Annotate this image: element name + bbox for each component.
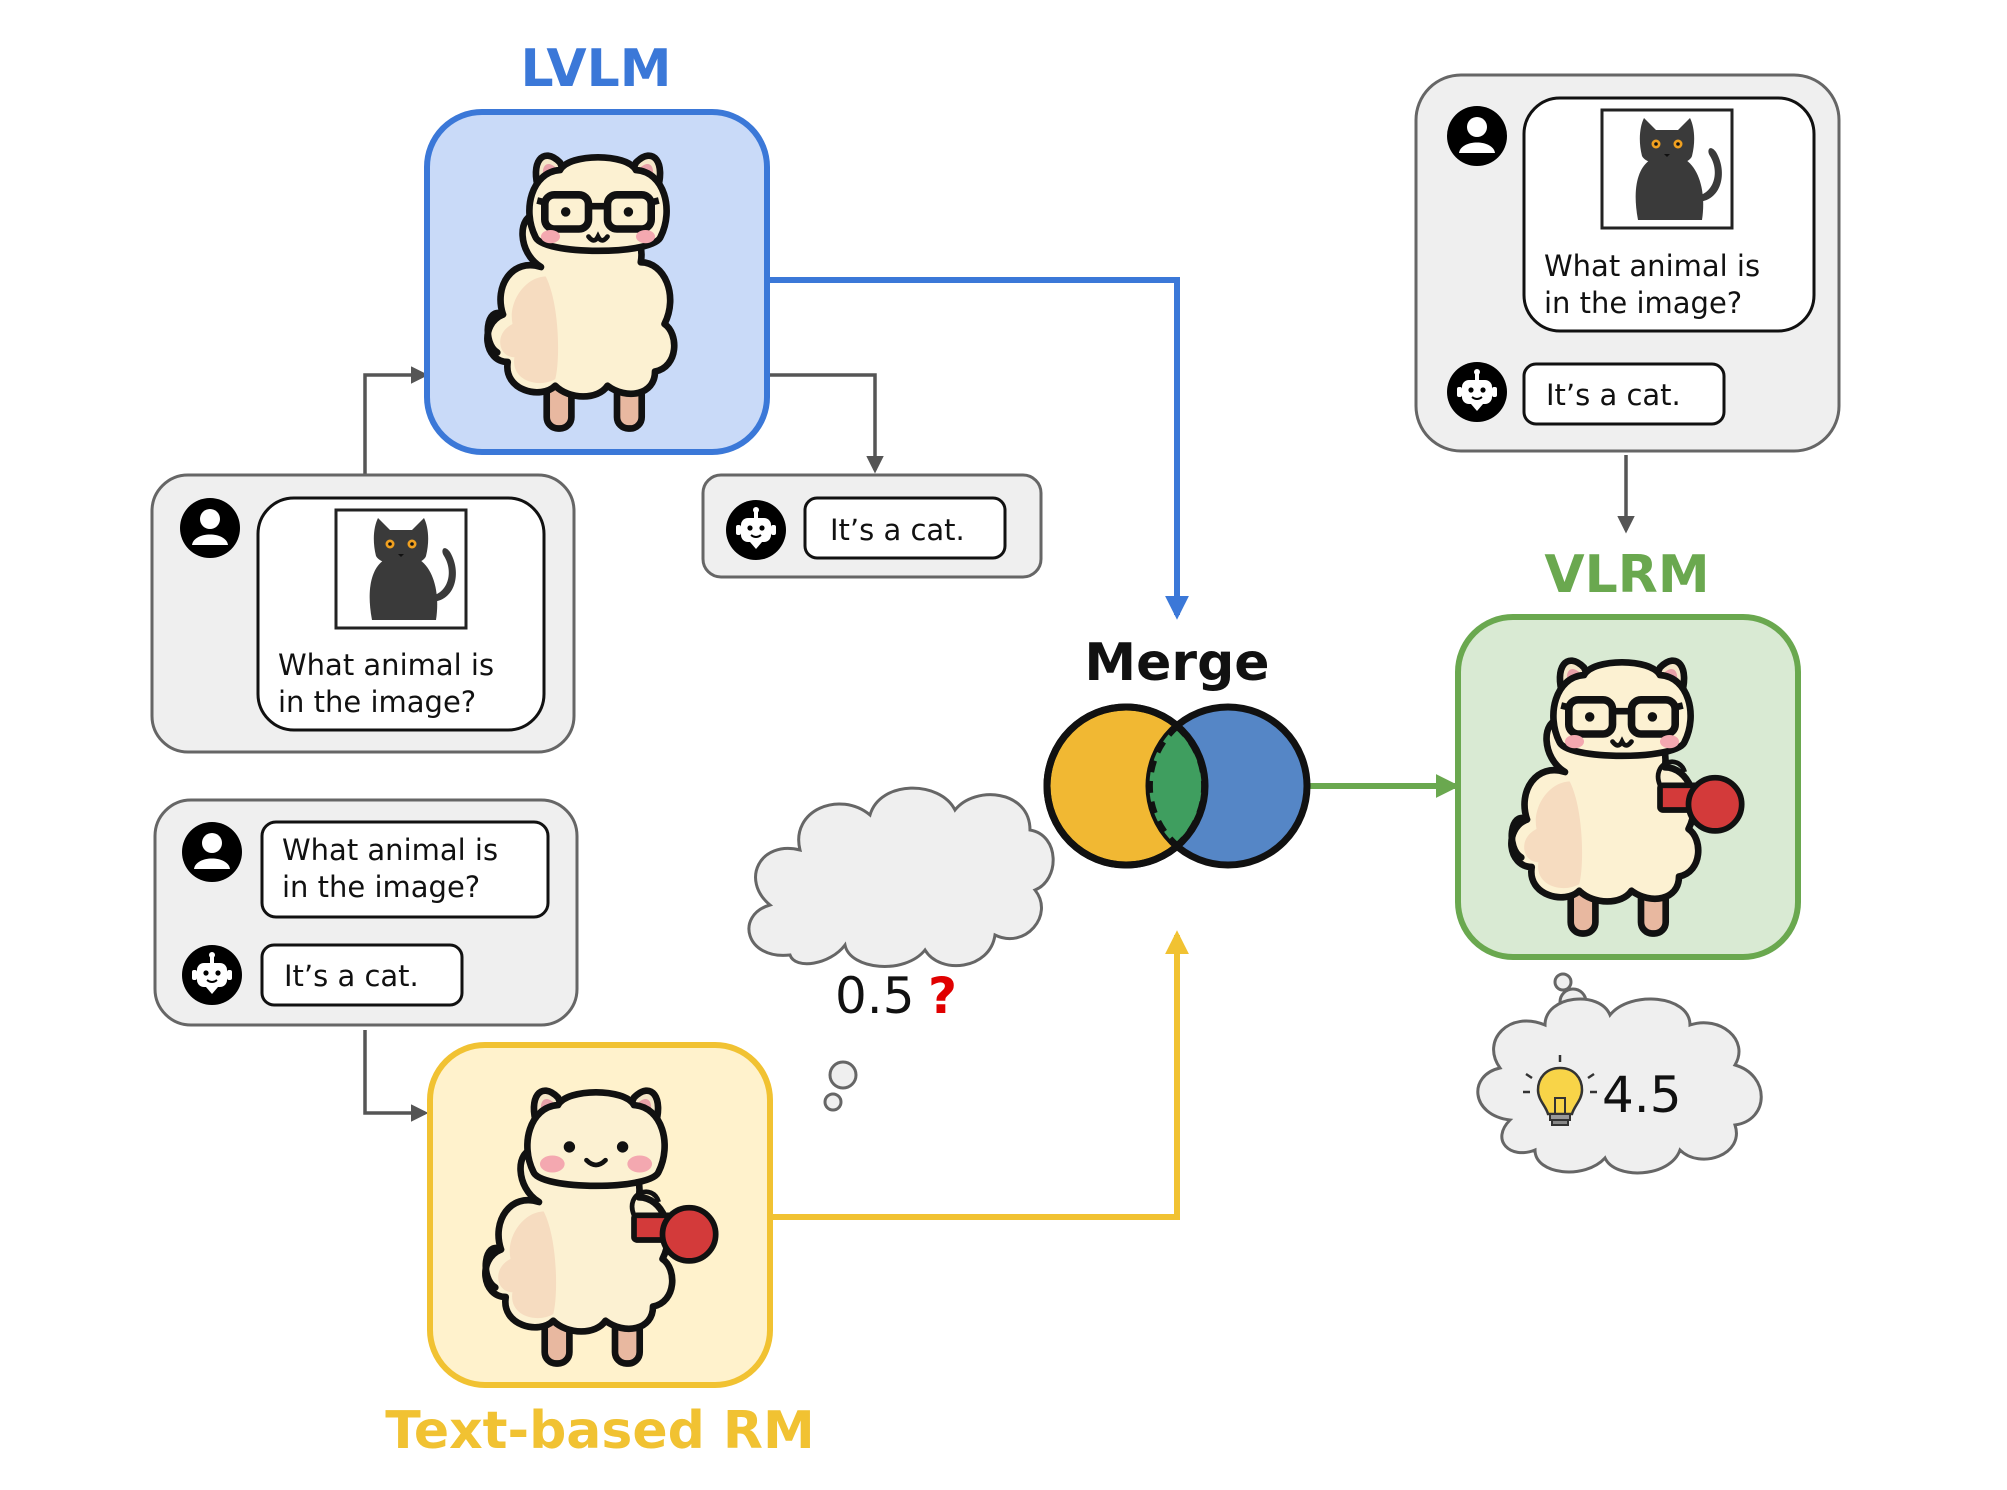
question-line-1: What animal is xyxy=(278,648,494,682)
answer-bubble xyxy=(1522,362,1726,426)
arrow-rm-to-merge xyxy=(770,930,1189,1220)
question-mark-icon: ? xyxy=(928,967,957,1025)
user-icon xyxy=(180,498,240,558)
text-rm-score: 0.5 xyxy=(835,967,915,1025)
question-line-2: in the image? xyxy=(278,685,476,719)
arrow-lvlm-to-merge xyxy=(770,277,1189,620)
question-line-2: in the image? xyxy=(282,870,480,904)
text-rm-label: Text-based RM xyxy=(385,1401,814,1461)
robot-icon xyxy=(181,944,243,1006)
merge-venn-icon xyxy=(1043,703,1311,869)
connector-input-to-lvlm xyxy=(363,366,429,475)
merge-label: Merge xyxy=(1084,633,1269,693)
cat-image xyxy=(334,508,468,630)
cat-image xyxy=(1600,108,1734,230)
answer-text: It’s a cat. xyxy=(1546,378,1681,412)
answer-bubble xyxy=(803,496,1007,560)
question-bubble xyxy=(260,820,550,919)
answer-text: It’s a cat. xyxy=(830,513,965,547)
user-icon xyxy=(1447,106,1507,166)
question-line-2: in the image? xyxy=(1544,286,1742,320)
vlrm-label: VLRM xyxy=(1544,545,1709,605)
vlrm-thought-cloud xyxy=(1476,972,1763,1175)
vlrm-score: 4.5 xyxy=(1602,1066,1682,1124)
question-line-1: What animal is xyxy=(1544,249,1760,283)
robot-icon xyxy=(725,499,787,561)
robot-icon xyxy=(1446,361,1508,423)
connector-input-to-rm xyxy=(363,1030,429,1122)
connector-lvlm-to-output xyxy=(770,373,884,474)
answer-text: It’s a cat. xyxy=(284,959,419,993)
answer-bubble xyxy=(260,943,464,1007)
question-line-1: What animal is xyxy=(282,833,498,867)
lvlm-label: LVLM xyxy=(520,39,671,99)
text-rm-thought-cloud xyxy=(747,786,1055,1112)
user-icon xyxy=(182,822,242,882)
